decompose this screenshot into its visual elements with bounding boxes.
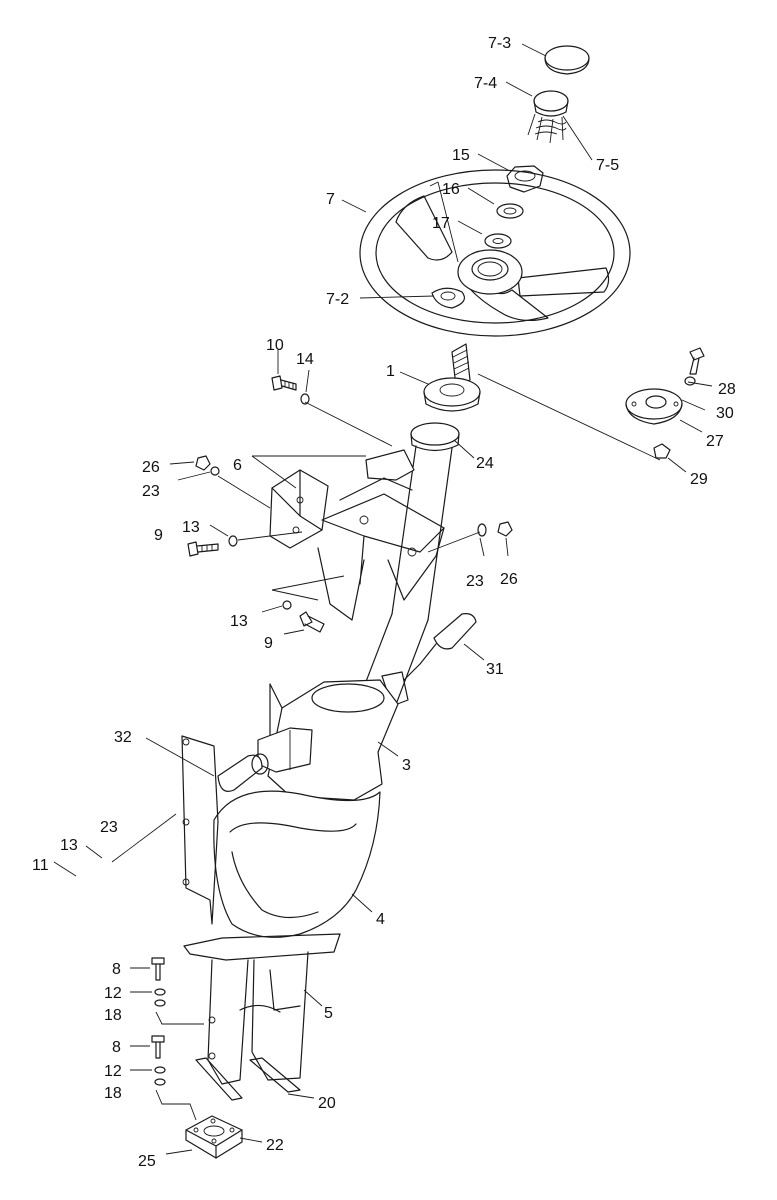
part-upper-housing-3 <box>257 679 399 801</box>
part-horn-cap <box>544 45 590 75</box>
callout-20: 20 <box>318 1095 336 1112</box>
leader-lines <box>53 43 713 1155</box>
callout-29: 29 <box>690 471 708 488</box>
part-nut-26-right <box>497 521 513 537</box>
callout-11: 11 <box>32 857 49 874</box>
callout-1: 1 <box>386 363 395 380</box>
part-washer-12-upper <box>154 988 166 996</box>
part-lever-switch-31 <box>381 613 477 707</box>
part-bolt-8-upper <box>151 957 165 981</box>
callout-7-2: 7-2 <box>326 291 349 308</box>
callout-23-left: 23 <box>142 483 160 500</box>
callout-25: 25 <box>138 1153 156 1170</box>
part-bolt-10 <box>271 375 297 391</box>
callout-15: 15 <box>452 147 470 164</box>
part-washer-17 <box>484 233 512 249</box>
part-knob-32 <box>217 753 269 792</box>
part-lock-washer-16 <box>496 203 524 219</box>
callout-8-lower: 8 <box>112 1039 121 1056</box>
callout-31: 31 <box>486 661 504 678</box>
callout-13-lower: 13 <box>230 613 248 630</box>
callout-7-4: 7-4 <box>474 75 497 92</box>
part-nut-26-left <box>195 455 211 471</box>
callout-16: 16 <box>442 181 460 198</box>
part-nut-29 <box>653 443 671 459</box>
callout-7: 7 <box>326 191 335 208</box>
callout-12-lower: 12 <box>104 1063 122 1080</box>
callout-7-5: 7-5 <box>596 157 619 174</box>
part-bolt-8-lower <box>151 1035 165 1059</box>
callout-23-right: 23 <box>466 573 484 590</box>
callout-18-upper: 18 <box>104 1007 122 1024</box>
part-side-plate-32 <box>181 735 219 925</box>
callout-7-3: 7-3 <box>488 35 511 52</box>
part-dust-cover-27 <box>625 388 683 425</box>
callout-6: 6 <box>233 457 242 474</box>
callout-28: 28 <box>718 381 736 398</box>
callout-13-side: 13 <box>60 837 78 854</box>
callout-14: 14 <box>296 351 314 368</box>
part-nut-15 <box>506 165 544 193</box>
part-lower-bracket-5 <box>183 933 341 1085</box>
callout-23-side: 23 <box>100 819 118 836</box>
callout-5: 5 <box>324 1005 333 1022</box>
callout-30: 30 <box>716 405 734 422</box>
callout-13-upper: 13 <box>182 519 200 536</box>
callout-labels: 7-3 7-4 7-5 15 16 17 7 7-2 10 14 1 28 30… <box>32 35 736 1170</box>
part-washer-23-left <box>210 466 220 476</box>
part-mounting-feet-20 <box>195 1057 301 1101</box>
part-column-bracket-6 <box>269 449 445 621</box>
callout-18-lower: 18 <box>104 1085 122 1102</box>
part-washer-14 <box>300 393 310 405</box>
callout-4: 4 <box>376 911 385 928</box>
part-washer-12-lower <box>154 1066 166 1074</box>
part-washer-30 <box>684 376 696 386</box>
part-bolt-9-lower <box>299 611 325 633</box>
part-lower-cover-4 <box>213 790 381 938</box>
callout-26-left: 26 <box>142 459 160 476</box>
part-horn-button <box>527 90 569 144</box>
part-bolt-9-upper <box>187 541 219 557</box>
callout-12-upper: 12 <box>104 985 122 1002</box>
part-upper-shaft-flange <box>423 343 481 412</box>
part-screw-28 <box>689 347 705 375</box>
part-washer-13-upper <box>228 535 238 547</box>
part-washer-18-lower <box>154 1078 166 1086</box>
callout-24: 24 <box>476 455 494 472</box>
part-washer-23-right <box>477 523 487 537</box>
part-base-plate-22 <box>185 1115 243 1159</box>
callout-32: 32 <box>114 729 132 746</box>
callout-26-right: 26 <box>500 571 518 588</box>
callout-27: 27 <box>706 433 724 450</box>
part-washer-18-upper <box>154 999 166 1007</box>
callout-8-upper: 8 <box>112 961 121 978</box>
callout-10: 10 <box>266 337 284 354</box>
part-steering-wheel <box>359 169 631 337</box>
callout-22: 22 <box>266 1137 284 1154</box>
part-washer-13-lower <box>282 600 292 610</box>
callout-9-lower: 9 <box>264 635 273 652</box>
part-bearing-ring-24 <box>410 422 460 452</box>
callout-3: 3 <box>402 757 411 774</box>
callout-9-upper: 9 <box>154 527 163 544</box>
callout-17: 17 <box>432 215 450 232</box>
